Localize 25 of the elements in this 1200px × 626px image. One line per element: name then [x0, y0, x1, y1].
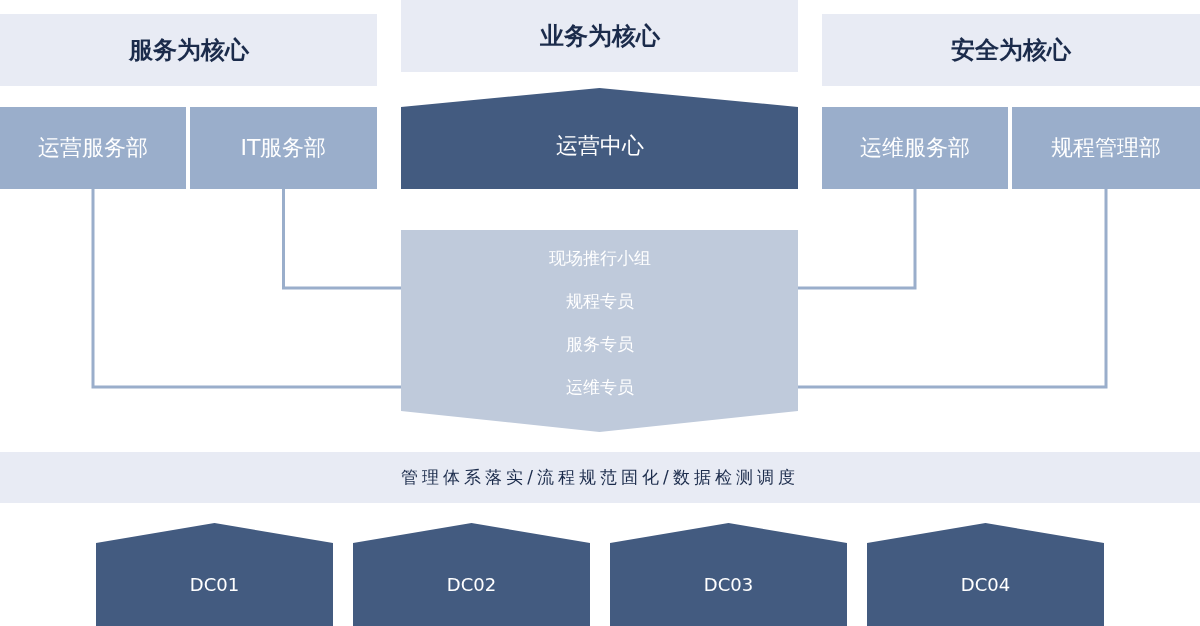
datacenter-label: DC01	[189, 574, 240, 595]
department-box	[1012, 107, 1200, 189]
datacenter-label: DC02	[446, 574, 497, 595]
department-label: 运维服务部	[860, 134, 970, 162]
department-box	[0, 107, 186, 189]
team-item: 规程专员	[565, 290, 634, 313]
connector-line	[798, 189, 917, 290]
header-title: 业务为核心	[539, 21, 660, 52]
datacenter-label: DC04	[960, 574, 1011, 595]
department-label: 规程管理部	[1051, 134, 1161, 162]
department-box	[822, 107, 1008, 189]
datacenter-label: DC03	[703, 574, 754, 595]
department-label: IT服务部	[240, 134, 327, 162]
team-item: 现场推行小组	[548, 247, 651, 270]
principle-text: 管理体系落实/流程规范固化/数据检测调度	[401, 466, 799, 489]
connector-line	[282, 189, 401, 290]
connector-line	[798, 189, 1108, 389]
connector-line	[91, 189, 401, 389]
department-label: 运营服务部	[38, 134, 148, 162]
team-item: 运维专员	[565, 376, 634, 399]
center-label: 运营中心	[555, 131, 644, 160]
team-item: 服务专员	[565, 333, 634, 356]
header-title: 服务为核心	[128, 35, 249, 66]
header-title: 安全为核心	[951, 35, 1071, 66]
department-box	[190, 107, 377, 189]
